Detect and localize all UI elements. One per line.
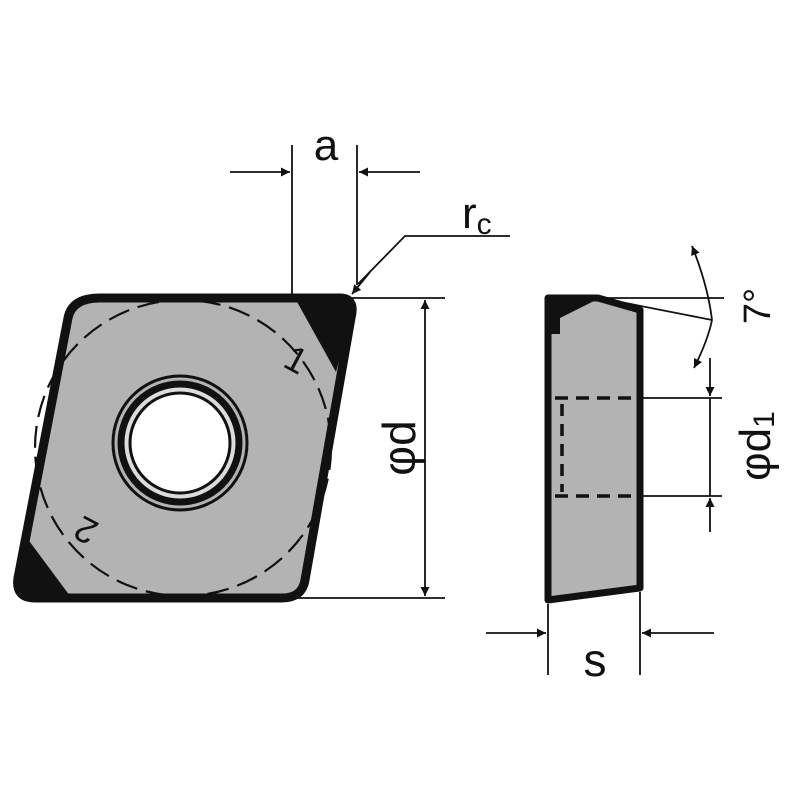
corner-chamfer-bottom-left	[19, 534, 70, 596]
label-rc-main: r	[462, 189, 477, 238]
label-angle: 7°	[737, 288, 779, 324]
hole-bore	[128, 391, 232, 495]
label-phi-d1-main: φd	[731, 428, 780, 481]
dimension-a: a	[230, 121, 420, 298]
label-a: a	[314, 121, 339, 170]
side-chamfer	[548, 298, 600, 334]
insert-front-view: 1 2	[13, 293, 357, 603]
insert-side-view	[544, 294, 644, 604]
label-rc-sub: c	[477, 208, 492, 241]
corner-chamfer-top-right	[296, 300, 352, 372]
label-phi-d1-sub: 1	[748, 411, 781, 428]
label-phi-d1: φd1	[731, 411, 781, 481]
dimension-phi-d: φd	[290, 297, 445, 599]
label-s: s	[584, 634, 607, 686]
edge-circle-dashed	[33, 298, 333, 598]
leader-rc: rc	[351, 189, 510, 295]
label-rc: rc	[462, 189, 492, 241]
label-phi-d: φd	[373, 420, 425, 475]
dimension-phi-d1: φd1	[640, 358, 781, 532]
dimension-s: s	[486, 592, 714, 686]
dimension-angle: 7°	[548, 245, 779, 369]
